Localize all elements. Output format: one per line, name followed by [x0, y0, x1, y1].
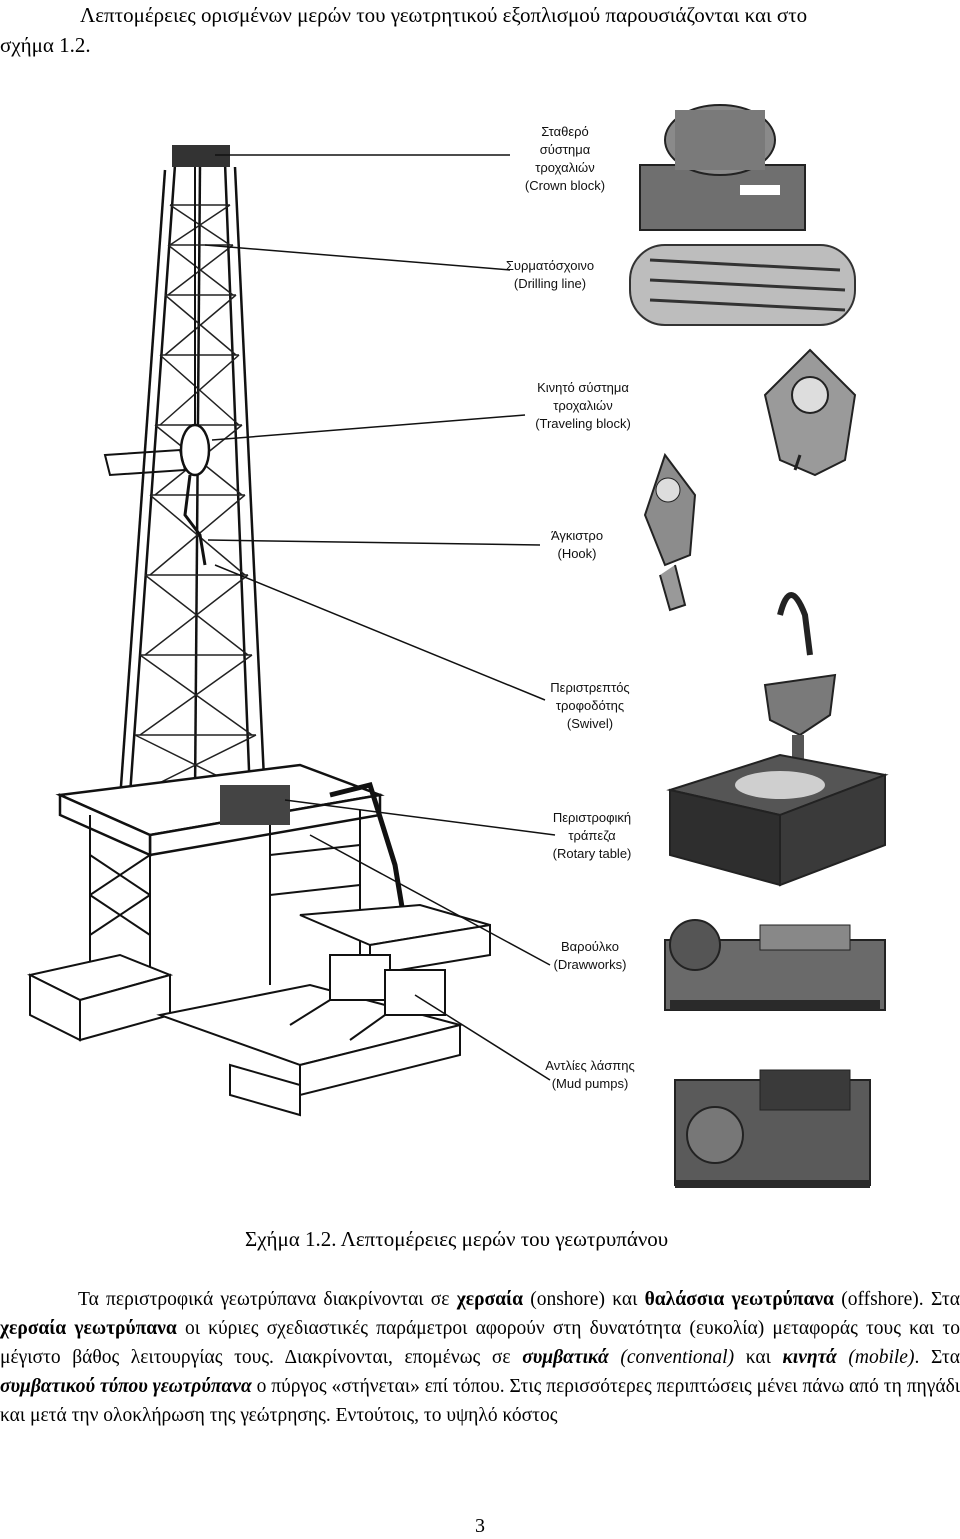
label-hook-gr: Άγκιστρο [550, 528, 604, 543]
para-indent [0, 1289, 78, 1310]
drilling-rig-illustration [27, 104, 889, 1188]
label-mud-pumps-en: (Mud pumps) [551, 1076, 629, 1091]
label-rotary-table-gr-1: Περιστροφική [552, 810, 632, 825]
drawworks-drawing [220, 785, 290, 825]
label-drilling-line: Συρματόσχοινο (Drilling line) [475, 257, 625, 293]
label-crown-block-en: (Crown block) [524, 178, 606, 193]
label-crown-block-gr-3: τροχαλιών [535, 160, 595, 175]
label-drawworks-gr: Βαρούλκο [561, 939, 619, 954]
label-mud-pumps-gr: Αντλίες λάσπης [545, 1058, 635, 1073]
traveling-block-photo [763, 348, 857, 477]
derrick-tower [118, 161, 267, 801]
para-text-2: (onshore) και [522, 1289, 645, 1310]
label-swivel: Περιστρεπτός τροφοδότης (Swivel) [515, 679, 665, 733]
para-text-3: (offshore). Στα [833, 1289, 960, 1310]
para-text-6: . Στα [914, 1347, 960, 1368]
label-rotary-table: Περιστροφική τράπεζα (Rotary table) [517, 809, 667, 863]
label-rotary-table-gr-2: τράπεζα [568, 828, 616, 843]
drawworks-photo [664, 919, 886, 1011]
label-crown-block-gr-1: Σταθερό [541, 124, 589, 139]
swivel-photo [763, 592, 837, 760]
label-hook: Άγκιστρο (Hook) [502, 527, 652, 563]
label-swivel-en: (Swivel) [566, 716, 614, 731]
label-hook-en: (Hook) [557, 546, 597, 561]
para-bold-offshore: θαλάσσια γεωτρύπανα [644, 1289, 834, 1310]
page-number: 3 [475, 1515, 485, 1537]
label-rotary-table-en: (Rotary table) [552, 846, 632, 861]
drilling-line-photo [629, 244, 856, 326]
label-drilling-line-gr: Συρματόσχοινο [505, 258, 595, 273]
leader-lines [204, 154, 556, 1081]
label-swivel-gr-1: Περιστρεπτός [550, 680, 630, 695]
para-text-4: οι κύριες σχεδιαστικές παράμετροι αφορού… [0, 1318, 960, 1368]
hook-photo [643, 452, 697, 612]
para-italic-mobile-en: (mobile) [836, 1347, 915, 1368]
label-drilling-line-en: (Drilling line) [513, 276, 587, 291]
drilling-rig-figure: Σταθερό σύστημα τροχαλιών (Crown block) … [0, 95, 960, 1205]
label-traveling-block: Κινητό σύστημα τροχαλιών (Traveling bloc… [508, 379, 658, 433]
para-bold-onshore: χερσαία [456, 1289, 523, 1310]
para-text-5: και [734, 1347, 783, 1368]
label-crown-block: Σταθερό σύστημα τροχαλιών (Crown block) [490, 123, 640, 195]
label-mud-pumps: Αντλίες λάσπης (Mud pumps) [515, 1057, 665, 1093]
label-drawworks-en: (Drawworks) [553, 957, 627, 972]
para-italic-conventional-en: (conventional) [608, 1347, 735, 1368]
intro-line-2: σχήμα 1.2. [0, 33, 91, 57]
label-traveling-block-gr-2: τροχαλιών [553, 398, 613, 413]
label-traveling-block-gr-1: Κινητό σύστημα [537, 380, 629, 395]
body-paragraph: Τα περιστροφικά γεωτρύπανα διακρίνονται … [0, 1285, 960, 1430]
para-bolditalic-mobile: κινητά [782, 1347, 837, 1368]
equipment-skids [27, 903, 491, 1117]
crown-block-drawing [172, 145, 230, 167]
para-bold-land-rigs: χερσαία γεωτρύπανα [0, 1318, 177, 1339]
rotary-table-photo [666, 753, 889, 887]
para-bolditalic-conventional-type: συμβατικού τύπου γεωτρύπανα [0, 1376, 252, 1397]
para-text-7: ο πύργος «στήνεται» επί τόπου. Στις περι… [0, 1376, 960, 1426]
label-drawworks: Βαρούλκο (Drawworks) [515, 938, 665, 974]
mud-pumps-photo [674, 1069, 871, 1188]
figure-caption: Σχήμα 1.2. Λεπτομέρειες μερών του γεωτρυ… [245, 1227, 669, 1251]
intro-text: Λεπτομέρειες ορισμένων μερών του γεωτρητ… [0, 0, 960, 60]
para-text-1: Τα περιστροφικά γεωτρύπανα διακρίνονται … [78, 1289, 457, 1310]
label-crown-block-gr-2: σύστημα [539, 142, 591, 157]
label-traveling-block-en: (Traveling block) [535, 416, 631, 431]
crown-block-photo [639, 104, 806, 231]
para-bolditalic-conventional: συμβατικά [522, 1347, 609, 1368]
label-swivel-gr-2: τροφοδότης [555, 698, 625, 713]
intro-line-1: Λεπτομέρειες ορισμένων μερών του γεωτρητ… [80, 3, 808, 27]
